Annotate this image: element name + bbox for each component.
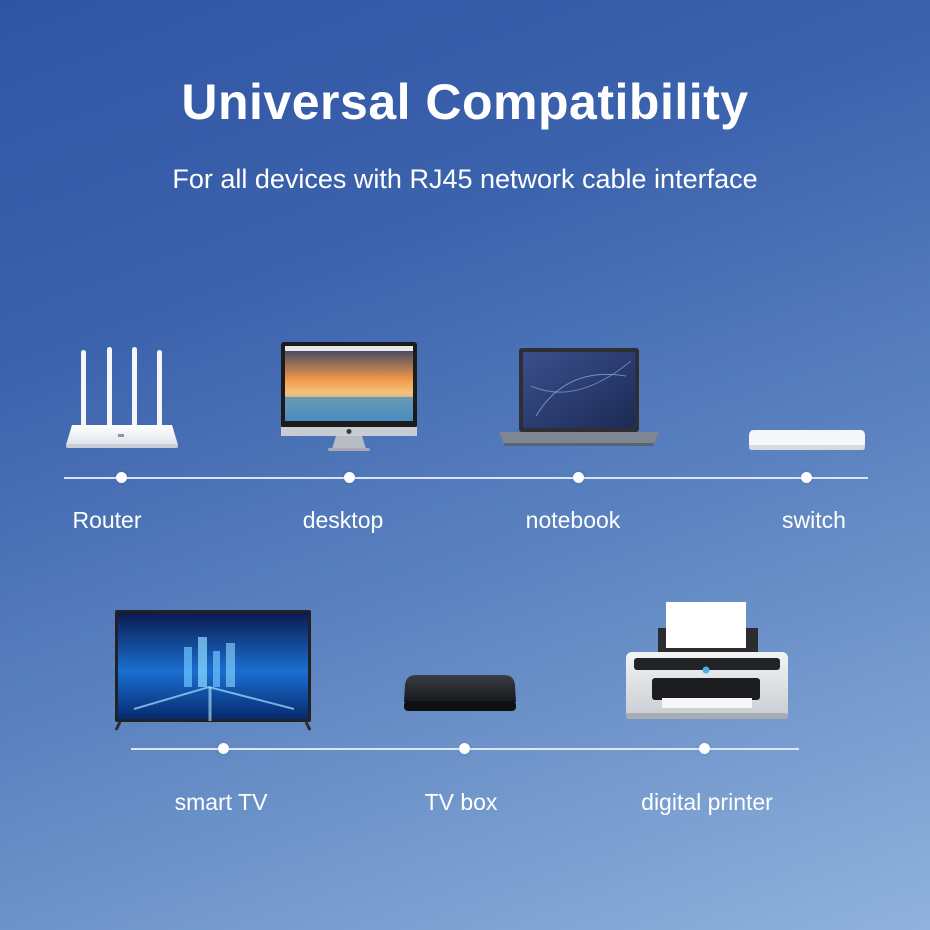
desktop-icon xyxy=(281,342,417,451)
notebook-icon xyxy=(499,348,659,446)
router-icon xyxy=(66,347,178,448)
timeline-dot xyxy=(344,472,355,483)
label-tv-box: TV box xyxy=(424,789,498,815)
smart-tv-icon xyxy=(114,610,312,731)
page-subtitle: For all devices with RJ45 network cable … xyxy=(172,164,758,194)
label-desktop: desktop xyxy=(302,507,384,533)
timeline-row-1 xyxy=(64,477,868,479)
label-digital-printer: digital printer xyxy=(641,789,773,815)
label-smart-tv: smart TV xyxy=(174,789,268,815)
label-switch: switch xyxy=(782,507,846,533)
timeline-dot xyxy=(801,472,812,483)
timeline-dot xyxy=(699,743,710,754)
timeline-dot xyxy=(218,743,229,754)
timeline-dot xyxy=(459,743,470,754)
label-router: Router xyxy=(72,507,142,533)
page-title: Universal Compatibility xyxy=(181,74,749,130)
printer-icon xyxy=(626,602,788,719)
timeline-dot xyxy=(116,472,127,483)
label-notebook: notebook xyxy=(525,507,621,533)
timeline-dot xyxy=(573,472,584,483)
tv-box-icon xyxy=(404,675,516,711)
switch-icon xyxy=(749,430,865,450)
